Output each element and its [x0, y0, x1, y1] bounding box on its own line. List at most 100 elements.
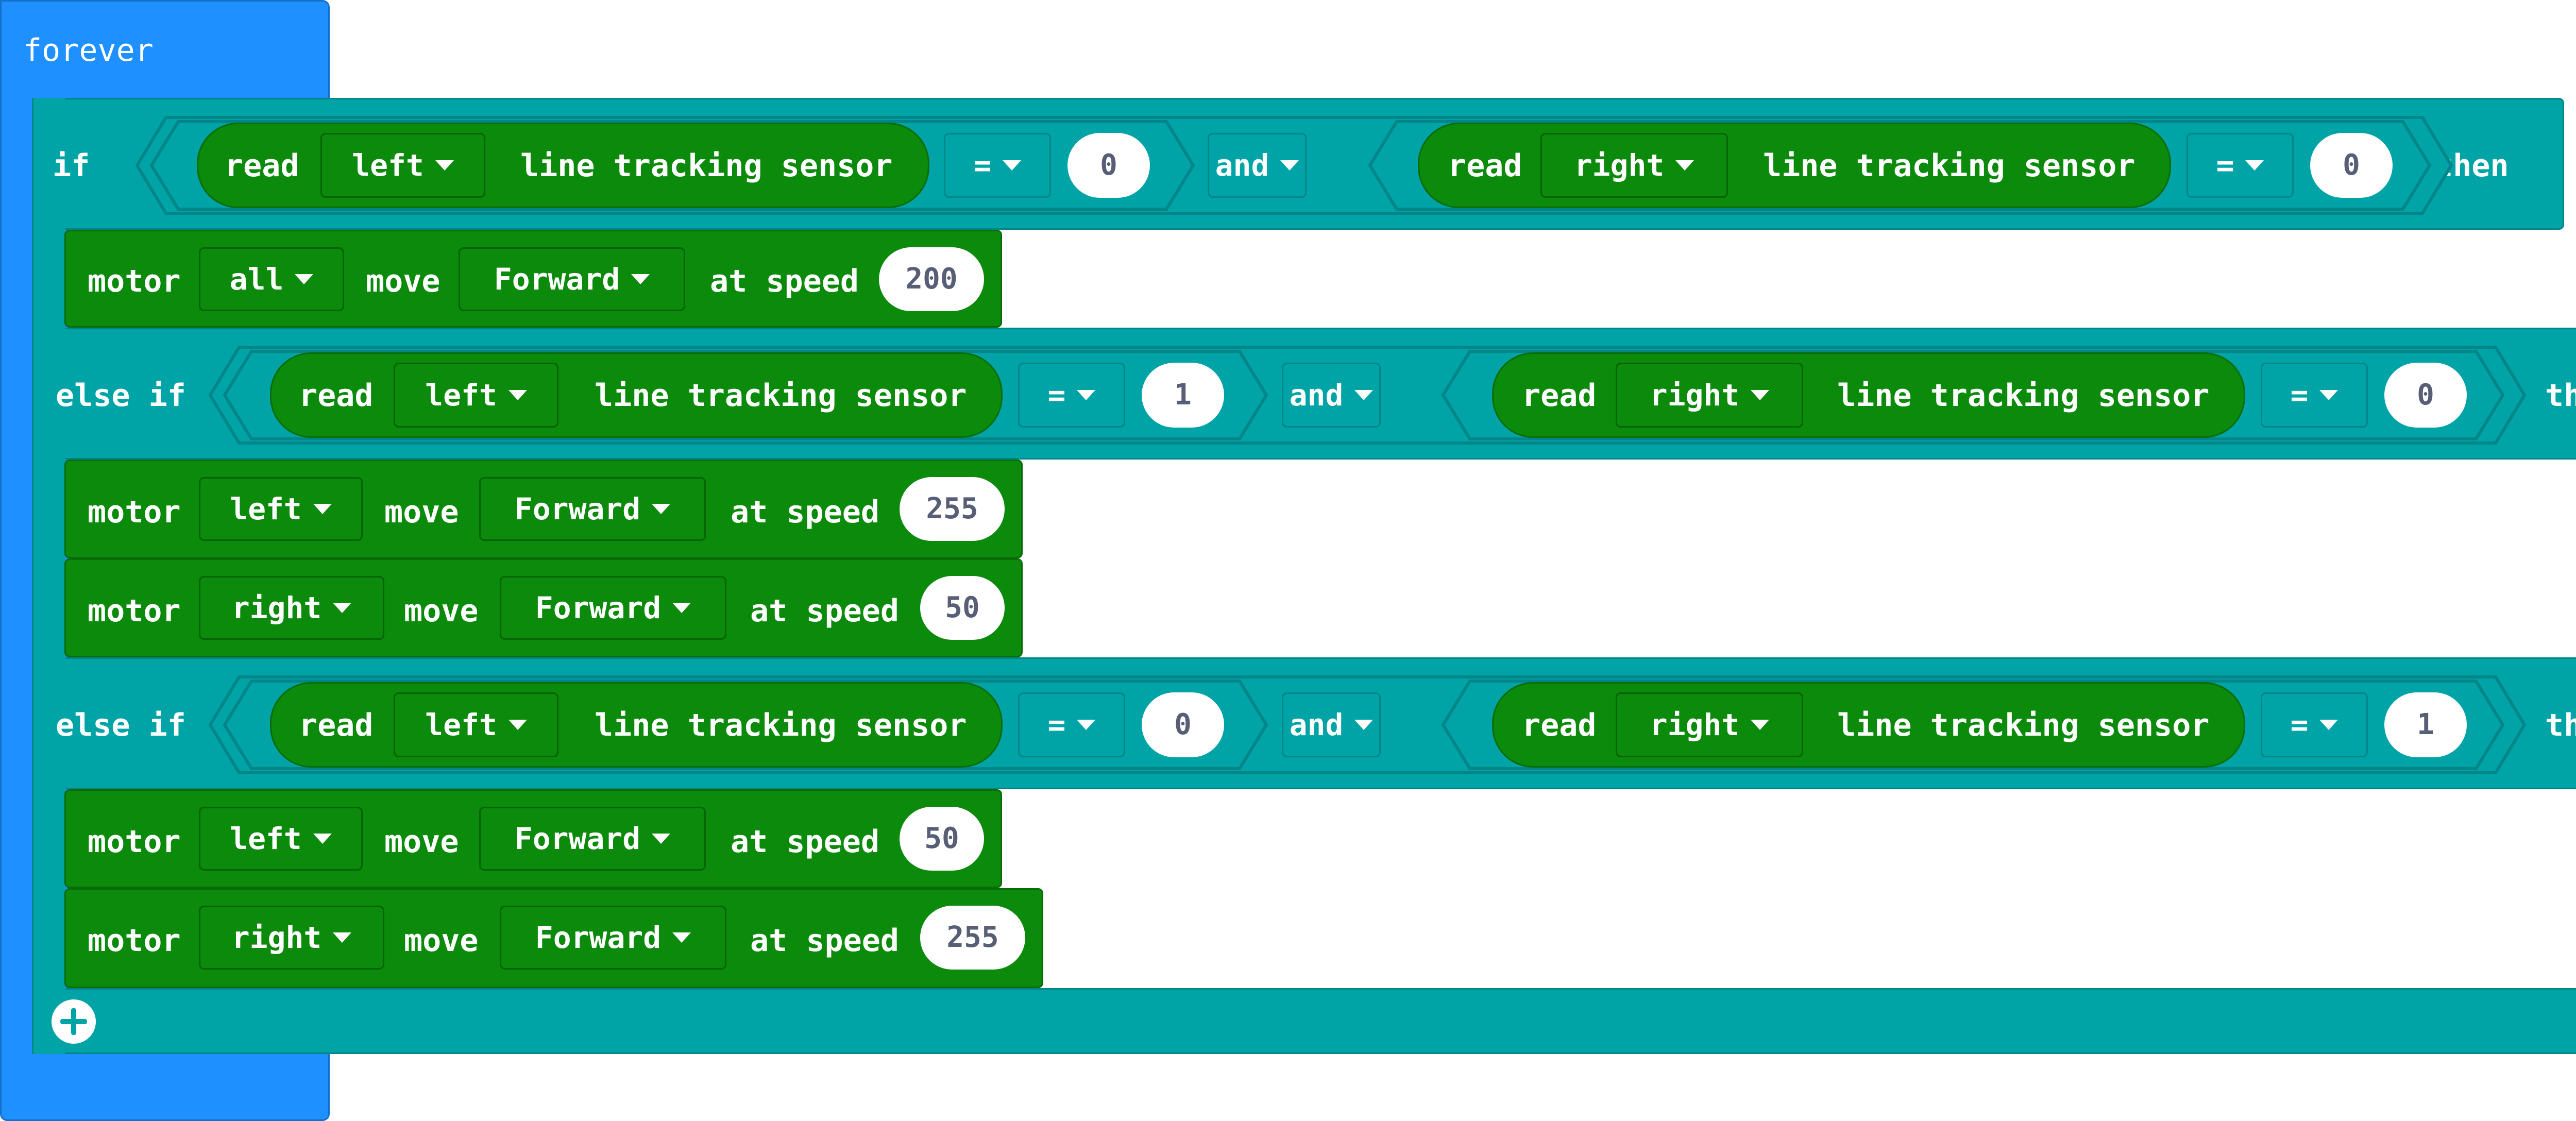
- caret-down-icon: [1077, 390, 1096, 400]
- then-label-3: then: [2545, 707, 2576, 743]
- else-if-label-2: else if: [56, 707, 186, 743]
- move-label: move: [384, 494, 459, 530]
- read-label: read: [299, 378, 374, 414]
- side-dropdown[interactable]: right: [1540, 133, 1728, 198]
- and-dropdown[interactable]: and: [1282, 692, 1381, 757]
- if-block-spine: [32, 98, 65, 1054]
- motor-label: motor: [88, 494, 181, 530]
- move-label: move: [366, 263, 440, 299]
- at-speed-label: at speed: [750, 593, 899, 629]
- eq-dropdown[interactable]: =: [2187, 133, 2294, 198]
- read-sensor-left[interactable]: [270, 352, 1003, 438]
- side-dropdown[interactable]: right: [1616, 692, 1803, 757]
- eq-dropdown[interactable]: =: [1018, 692, 1125, 757]
- side-dropdown[interactable]: right: [1616, 363, 1803, 428]
- value-input[interactable]: 1: [2384, 692, 2467, 757]
- caret-down-icon: [1675, 160, 1694, 171]
- add-else-if-icon[interactable]: [52, 999, 96, 1044]
- direction-dropdown[interactable]: Forward: [500, 906, 726, 970]
- caret-down-icon: [313, 834, 332, 844]
- motor-target-dropdown[interactable]: left: [199, 807, 363, 871]
- speed-input[interactable]: 50: [900, 807, 984, 871]
- else-if-label-1: else if: [56, 378, 186, 414]
- caret-down-icon: [333, 932, 352, 943]
- sensor-label: line tracking sensor: [1763, 148, 2136, 184]
- caret-down-icon: [1354, 390, 1374, 400]
- caret-down-icon: [1077, 720, 1096, 730]
- caret-down-icon: [508, 720, 527, 730]
- read-label: read: [299, 707, 374, 743]
- value-input[interactable]: 0: [2310, 133, 2393, 198]
- motor-target-dropdown[interactable]: right: [199, 576, 384, 640]
- sensor-label: line tracking sensor: [1837, 707, 2210, 743]
- motor-label: motor: [88, 593, 181, 629]
- caret-down-icon: [435, 160, 454, 171]
- sensor-label: line tracking sensor: [595, 378, 967, 414]
- motor-target-dropdown[interactable]: right: [199, 906, 384, 970]
- read-label: read: [1522, 707, 1597, 743]
- caret-down-icon: [1354, 720, 1374, 730]
- caret-down-icon: [672, 932, 691, 943]
- value-input[interactable]: 0: [1067, 133, 1150, 198]
- at-speed-label: at speed: [731, 824, 879, 860]
- eq-dropdown[interactable]: =: [2261, 363, 2368, 428]
- motor-label: motor: [88, 923, 181, 959]
- read-label: read: [1448, 148, 1522, 184]
- direction-dropdown[interactable]: Forward: [479, 807, 706, 871]
- read-sensor-left[interactable]: [197, 123, 929, 208]
- value-input[interactable]: 0: [2384, 363, 2467, 428]
- caret-down-icon: [508, 390, 527, 400]
- value-input[interactable]: 1: [1142, 363, 1224, 428]
- sensor-label: line tracking sensor: [595, 707, 967, 743]
- read-label: read: [225, 148, 299, 184]
- motor-label: motor: [88, 824, 181, 860]
- side-dropdown[interactable]: left: [394, 363, 558, 428]
- move-label: move: [404, 593, 479, 629]
- value-input[interactable]: 0: [1142, 692, 1224, 757]
- sensor-label: line tracking sensor: [1837, 378, 2210, 414]
- motor-target-dropdown[interactable]: left: [199, 477, 363, 541]
- side-dropdown[interactable]: left: [320, 133, 485, 198]
- caret-down-icon: [672, 603, 691, 613]
- move-label: move: [404, 923, 479, 959]
- caret-down-icon: [1751, 390, 1770, 400]
- speed-input[interactable]: 255: [920, 906, 1025, 970]
- eq-dropdown[interactable]: =: [1018, 363, 1125, 428]
- if-label: if: [53, 148, 90, 184]
- caret-down-icon: [631, 274, 650, 284]
- caret-down-icon: [652, 504, 671, 514]
- forever-label: forever: [23, 32, 154, 69]
- at-speed-label: at speed: [750, 923, 899, 959]
- side-dropdown[interactable]: left: [394, 692, 558, 757]
- motor-target-dropdown[interactable]: all: [199, 247, 344, 311]
- speed-input[interactable]: 255: [900, 477, 1005, 541]
- sensor-label: line tracking sensor: [520, 148, 893, 184]
- caret-down-icon: [313, 504, 332, 514]
- if-block-footer[interactable]: [32, 988, 2576, 1054]
- and-dropdown[interactable]: and: [1282, 363, 1381, 428]
- caret-down-icon: [333, 603, 352, 613]
- caret-down-icon: [652, 834, 671, 844]
- caret-down-icon: [1280, 160, 1299, 171]
- motor-label: motor: [88, 263, 181, 299]
- caret-down-icon: [1003, 160, 1022, 171]
- move-label: move: [384, 824, 459, 860]
- read-sensor-left[interactable]: [270, 682, 1003, 768]
- eq-dropdown[interactable]: =: [944, 133, 1051, 198]
- caret-down-icon: [1751, 720, 1770, 730]
- speed-input[interactable]: 50: [920, 576, 1005, 640]
- caret-down-icon: [2245, 160, 2264, 171]
- direction-dropdown[interactable]: Forward: [500, 576, 726, 640]
- caret-down-icon: [2319, 720, 2338, 730]
- caret-down-icon: [295, 274, 314, 284]
- and-dropdown[interactable]: and: [1208, 133, 1307, 198]
- speed-input[interactable]: 200: [879, 247, 984, 311]
- then-label-2: then: [2545, 378, 2576, 414]
- at-speed-label: at speed: [731, 494, 879, 530]
- at-speed-label: at speed: [710, 263, 859, 299]
- direction-dropdown[interactable]: Forward: [479, 477, 706, 541]
- eq-dropdown[interactable]: =: [2261, 692, 2368, 757]
- caret-down-icon: [2319, 390, 2338, 400]
- direction-dropdown[interactable]: Forward: [459, 247, 685, 311]
- read-label: read: [1522, 378, 1597, 414]
